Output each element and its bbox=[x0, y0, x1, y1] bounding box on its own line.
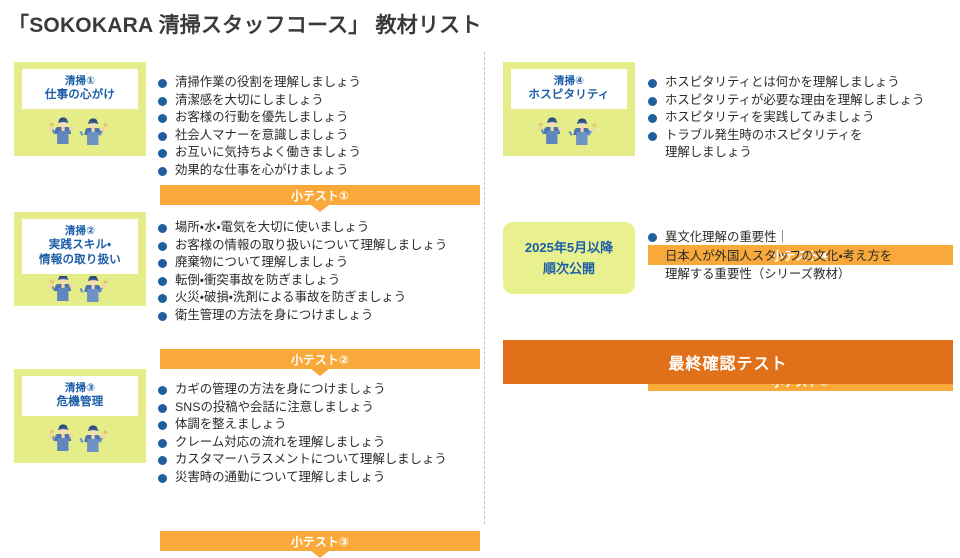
list-item: カスタマーハラスメントについて理解しましょう bbox=[158, 451, 488, 469]
module-number-2: 清掃② bbox=[64, 225, 96, 237]
list-item: 災害時の通勤について理解しましょう bbox=[158, 469, 488, 487]
notice-line-1: 2025年5月以降 bbox=[524, 240, 614, 255]
coming-soon-notice-card: 2025年5月以降 順次公開 bbox=[503, 222, 635, 294]
list-item: 効果的な仕事を心がけましょう bbox=[158, 162, 478, 180]
list-item: ホスピタリティとは何かを理解しましょう bbox=[648, 74, 953, 92]
module-title-1: 仕事の心がけ bbox=[44, 89, 116, 101]
list-item: クレーム対応の流れを理解しましょう bbox=[158, 434, 488, 452]
list-item: 廃棄物について理解しましょう bbox=[158, 254, 488, 272]
list-item: お客様の情報の取り扱いについて理解しましょう bbox=[158, 237, 488, 255]
quiz-bar-1[interactable]: 小テスト① bbox=[160, 185, 480, 205]
list-item: 体調を整えましょう bbox=[158, 416, 488, 434]
bullet-list-module-3: カギの管理の方法を身につけましょう SNSの投稿や会話に注意しましょう 体調を整… bbox=[158, 381, 488, 487]
module-label-3: 清掃③ 危機管理 bbox=[22, 376, 138, 416]
list-item: 火災・破損・洗剤による事故を防ぎましょう bbox=[158, 289, 488, 307]
bullet-list-module-2: 場所・水・電気を大切に使いましょう お客様の情報の取り扱いについて理解しましょう… bbox=[158, 219, 488, 325]
list-item: 異文化理解の重要性｜ 日本人が外国人スタッフの文化・考え方を 理解する重要性（シ… bbox=[648, 228, 953, 284]
list-item: お客様の行動を優先しましょう bbox=[158, 109, 478, 127]
final-test-label: 最終確認テスト bbox=[668, 356, 788, 373]
list-item: 清潔感を大切にしましょう bbox=[158, 92, 478, 110]
notice-line-2: 順次公開 bbox=[542, 261, 595, 276]
list-item: 転倒・衝突事故を防ぎましょう bbox=[158, 272, 488, 290]
page-title: 「SOKOKARA 清掃スタッフコース」 教材リスト bbox=[8, 14, 482, 37]
list-item: トラブル発生時のホスピタリティを 理解しましょう bbox=[648, 127, 953, 162]
bullet-list-notice: 異文化理解の重要性｜ 日本人が外国人スタッフの文化・考え方を 理解する重要性（シ… bbox=[648, 228, 953, 284]
quiz-bar-2[interactable]: 小テスト② bbox=[160, 349, 480, 369]
list-item: ホスピタリティを実践してみましょう bbox=[648, 109, 953, 127]
module-card-4[interactable]: 清掃④ ホスピタリティ bbox=[503, 62, 635, 156]
final-test-button[interactable]: 最終確認テスト bbox=[503, 340, 953, 384]
module-label-2: 清掃② 実践スキル・ 情報の取り扱い bbox=[22, 219, 138, 274]
module-card-3[interactable]: 清掃③ 危機管理 bbox=[14, 369, 146, 463]
column-divider bbox=[484, 52, 485, 524]
module-label-1: 清掃① 仕事の心がけ bbox=[22, 69, 138, 109]
bullet-list-module-1: 清掃作業の役割を理解しましょう 清潔感を大切にしましょう お客様の行動を優先しま… bbox=[158, 74, 478, 180]
list-item: ホスピタリティが必要な理由を理解しましょう bbox=[648, 92, 953, 110]
module-title-4: ホスピタリティ bbox=[528, 89, 610, 101]
module-title-3: 危機管理 bbox=[56, 396, 104, 408]
list-item: 場所・水・電気を大切に使いましょう bbox=[158, 219, 488, 237]
quiz-bar-4-label: 小テスト④ bbox=[771, 248, 830, 263]
quiz-bar-3[interactable]: 小テスト③ bbox=[160, 531, 480, 551]
module-number-3: 清掃③ bbox=[64, 382, 96, 394]
quiz-bar-3-label: 小テスト③ bbox=[290, 534, 350, 549]
two-cleaning-staff-illustration bbox=[511, 111, 627, 145]
list-item: お互いに気持ちよく働きましょう bbox=[158, 144, 478, 162]
bullet-list-module-4: ホスピタリティとは何かを理解しましょう ホスピタリティが必要な理由を理解しましょ… bbox=[648, 74, 953, 162]
quiz-bar-2-label: 小テスト② bbox=[290, 352, 350, 367]
two-cleaning-staff-illustration bbox=[22, 111, 138, 145]
quiz-bar-4[interactable]: 小テスト④ bbox=[648, 245, 953, 265]
two-cleaning-staff-illustration bbox=[22, 276, 138, 302]
two-cleaning-staff-illustration bbox=[22, 418, 138, 452]
module-number-1: 清掃① bbox=[64, 75, 96, 87]
list-item: カギの管理の方法を身につけましょう bbox=[158, 381, 488, 399]
module-card-2[interactable]: 清掃② 実践スキル・ 情報の取り扱い bbox=[14, 212, 146, 306]
module-title-2: 実践スキル・ 情報の取り扱い bbox=[39, 239, 121, 266]
list-item: 社会人マナーを意識しましょう bbox=[158, 127, 478, 145]
list-item: SNSの投稿や会話に注意しましょう bbox=[158, 399, 488, 417]
list-item: 衛生管理の方法を身につけましょう bbox=[158, 307, 488, 325]
module-label-4: 清掃④ ホスピタリティ bbox=[511, 69, 627, 109]
module-number-4: 清掃④ bbox=[553, 75, 585, 87]
list-item: 清掃作業の役割を理解しましょう bbox=[158, 74, 478, 92]
module-card-1[interactable]: 清掃① 仕事の心がけ bbox=[14, 62, 146, 156]
quiz-bar-1-label: 小テスト① bbox=[290, 188, 350, 203]
